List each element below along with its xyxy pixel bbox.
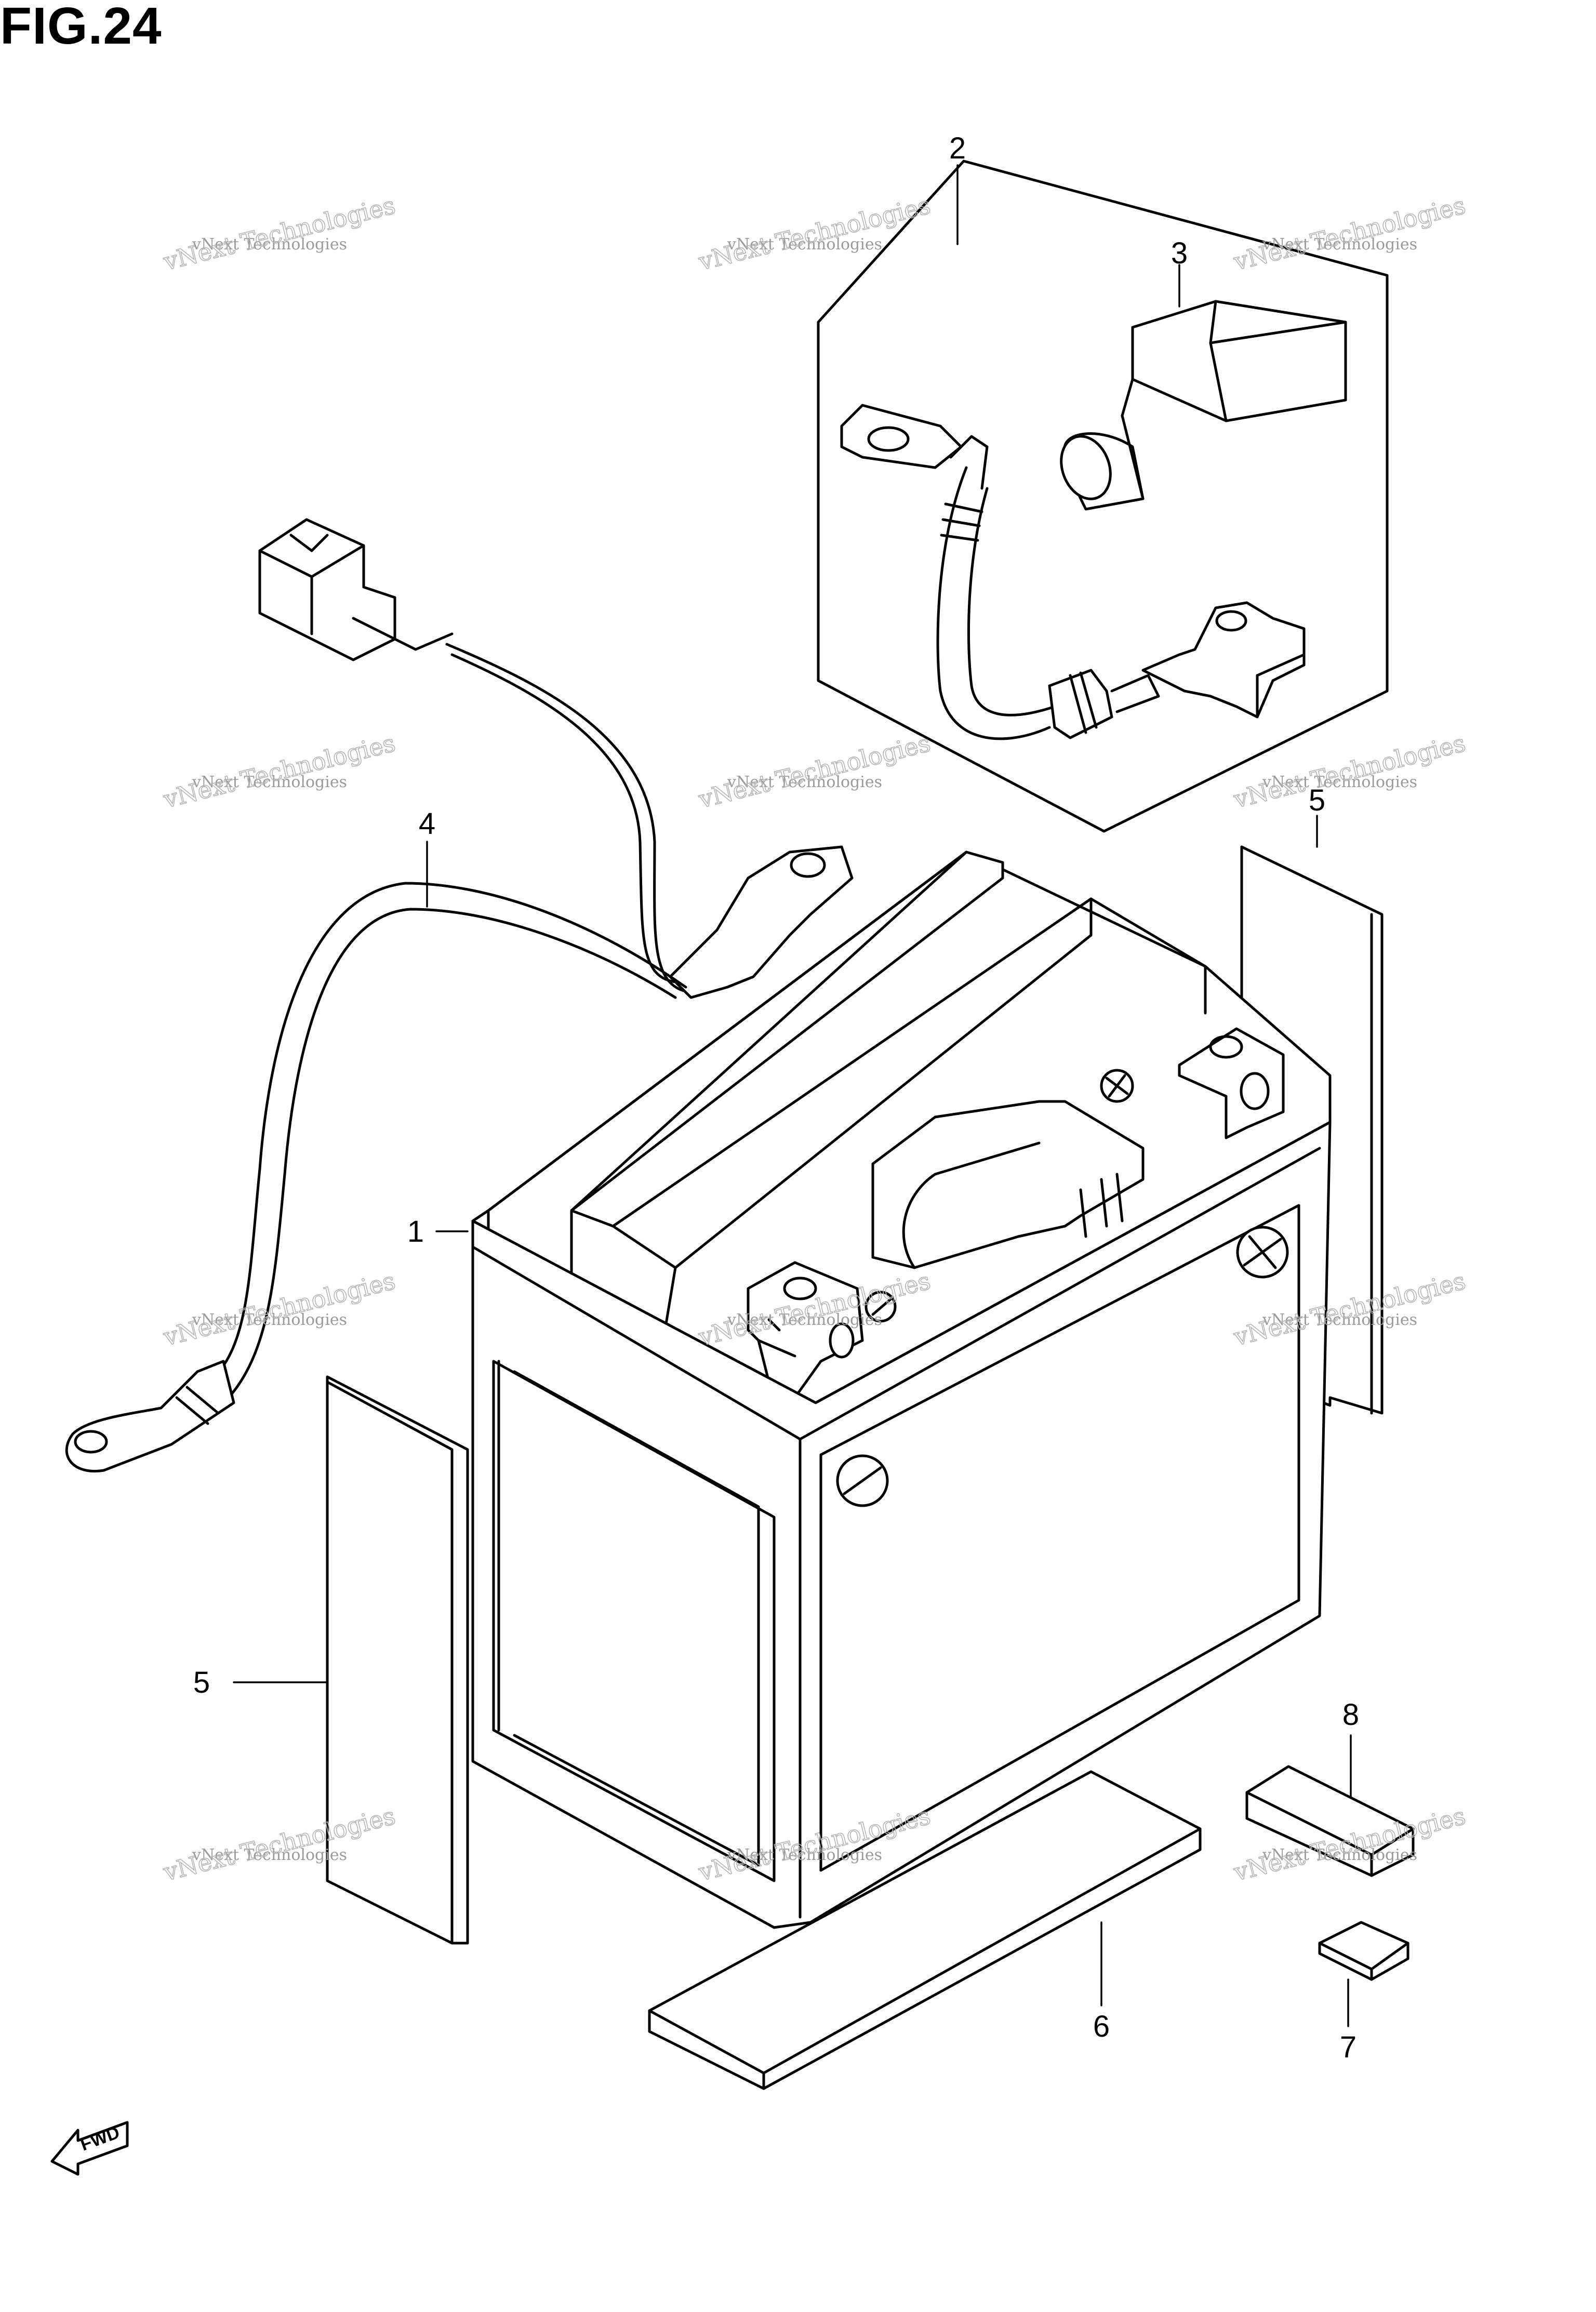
svg-text:vNext Technologies: vNext Technologies <box>696 729 933 814</box>
svg-text:vNext Technologies: vNext Technologies <box>1262 773 1417 791</box>
part-2-positive-cable <box>840 404 1306 740</box>
callout-8: 8 <box>1342 1698 1359 1732</box>
svg-text:vNext Technologies: vNext Technologies <box>192 1846 347 1864</box>
part-4-negative-cable <box>65 518 854 1472</box>
callout-2: 2 <box>949 131 966 165</box>
callout-1: 1 <box>407 1215 424 1248</box>
figure-title: FIG.24 <box>0 0 162 55</box>
part-7-small-pad <box>1318 1921 1409 1981</box>
callout-leaders <box>233 164 1352 2027</box>
svg-text:vNext Technologies: vNext Technologies <box>1262 235 1417 254</box>
callout-4: 4 <box>419 807 435 841</box>
part-2-kit-outline <box>817 160 1389 833</box>
svg-text:vNext Technologies: vNext Technologies <box>192 1311 347 1329</box>
svg-text:vNext Technologies: vNext Technologies <box>192 773 347 791</box>
part-8-block <box>1245 1765 1415 1877</box>
watermark: vNext Technologies vNext Technologies <box>160 1266 398 1352</box>
watermark: vNext Technologies vNext Technologies <box>160 728 398 814</box>
svg-text:vNext Technologies: vNext Technologies <box>161 1267 398 1351</box>
watermark: vNext Technologies vNext Technologies <box>1230 191 1469 276</box>
svg-text:vNext Technologies: vNext Technologies <box>727 1846 882 1864</box>
svg-text:vNext Technologies: vNext Technologies <box>192 235 347 254</box>
part-1-battery <box>471 851 1332 1929</box>
callout-6: 6 <box>1093 2010 1110 2043</box>
svg-text:vNext Technologies: vNext Technologies <box>161 191 398 276</box>
watermark: vNext Technologies vNext Technologies <box>695 728 934 814</box>
svg-text:vNext Technologies: vNext Technologies <box>1231 729 1468 814</box>
callout-5-left: 5 <box>193 1666 210 1699</box>
svg-text:vNext Technologies: vNext Technologies <box>727 235 882 254</box>
callout-3: 3 <box>1171 236 1188 270</box>
svg-text:vNext Technologies: vNext Technologies <box>161 729 398 814</box>
watermark: vNext Technologies vNext Technologies <box>160 191 398 276</box>
watermark: vNext Technologies vNext Technologies <box>1230 728 1469 814</box>
svg-text:vNext Technologies: vNext Technologies <box>727 773 882 791</box>
part-6-bottom-pad <box>648 1770 1202 2090</box>
part-5-pad-left <box>326 1375 469 1945</box>
fwd-arrow-icon: FWD <box>50 2121 129 2176</box>
part-3-terminal-cover <box>1060 300 1347 511</box>
svg-text:vNext Technologies: vNext Technologies <box>727 1311 882 1329</box>
callout-5-right: 5 <box>1309 783 1325 817</box>
svg-text:vNext Technologies: vNext Technologies <box>1262 1311 1417 1329</box>
svg-text:vNext Technologies: vNext Technologies <box>1231 191 1468 276</box>
callout-labels: 2 3 4 1 5 5 6 7 8 <box>193 131 1359 2064</box>
svg-text:vNext Technologies: vNext Technologies <box>1262 1846 1417 1864</box>
callout-7: 7 <box>1340 2030 1356 2064</box>
